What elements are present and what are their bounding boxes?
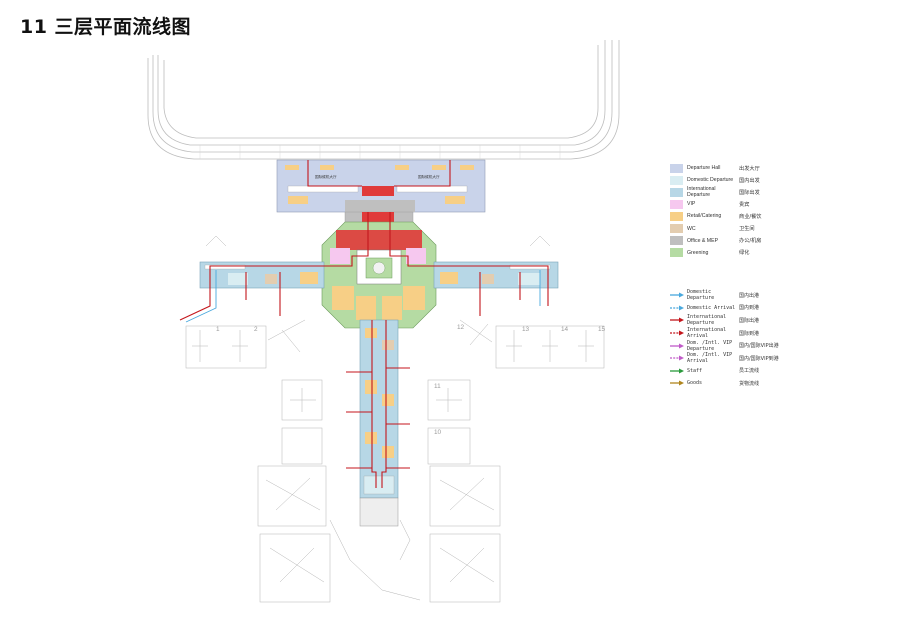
flow-item: Dom. /Intl. VIP Arrival 国内/国际VIP到港 [670,352,810,365]
legend-swatch [670,187,683,197]
flow-arrow-icon [670,292,684,298]
hall-label-right: 国际候机大厅 [418,174,440,179]
legend-swatch [670,211,683,221]
aircraft-stands [185,235,605,603]
gate-label: 11 [434,383,441,390]
legend-label-en: International Departure [687,186,716,199]
legend-item: Office & MEP 办公/机房 [670,235,790,247]
legend-label-zh: 贵宾 [739,201,750,208]
legend-item: Domestic Departure 国内出发 [670,174,790,186]
international-routes [179,160,549,488]
legend-label-zh: 国际出发 [739,189,760,196]
south-pier [359,319,399,527]
flow-label-en: Dom. /Intl. VIP Departure [687,339,733,352]
legend-swatch [670,248,683,258]
flow-label-en: Staff [687,367,703,374]
legend-item: VIP 贵宾 [670,198,790,210]
gate-label: 10 [434,429,442,436]
flow-arrow-icon [670,368,684,374]
flow-item: International Arrival 国际到港 [670,327,810,340]
gate-label: 2 [254,326,258,333]
flow-item: Staff 员工流线 [670,365,810,378]
legend-item: Retail/Catering 商业/餐饮 [670,210,790,222]
flow-label-zh: 国内出港 [739,292,760,299]
legend-label-en: Office & MEP [687,237,719,244]
flow-arrow-icon [670,330,684,336]
page-title: 11 三层平面流线图 [20,16,192,38]
flow-label-en: Goods [687,380,703,387]
gate-label: 12 [457,324,465,331]
flow-label-zh: 国内/国际VIP出港 [739,343,779,350]
gate-label: 15 [598,326,606,333]
legend-label-zh: 商业/餐饮 [739,213,762,220]
flow-label-zh: 国内/国际VIP到港 [739,355,779,362]
legend-label-zh: 卫生间 [739,226,755,233]
legend-swatch [670,199,683,209]
gate-label: 14 [561,326,569,333]
gate-label: 13 [522,326,530,333]
flow-label-zh: 员工流线 [739,368,760,375]
flow-label-zh: 国际出港 [739,317,760,324]
legend-label-en: Retail/Catering [687,213,722,220]
legend-label-zh: 出发大厅 [739,165,760,172]
flow-item: Domestic Departure 国内出港 [670,289,810,302]
legend-swatch [670,236,683,246]
legend-label-en: Greening [687,249,709,256]
flow-label-en: Domestic Departure [687,289,715,302]
flow-label-en: International Arrival [687,327,727,340]
legend-swatch [670,224,683,234]
legend-item: Departure Hall 出发大厅 [670,162,790,174]
legend-swatch [670,175,683,185]
flow-label-zh: 货物流线 [739,380,760,387]
legend-item: WC 卫生间 [670,222,790,234]
legend-label-zh: 绿化 [739,250,750,257]
gate-label: 1 [216,326,220,333]
flow-label-zh: 国内到港 [739,305,760,312]
legend-label-zh: 办公/机房 [739,238,762,245]
flow-arrow-icon [670,305,684,311]
flow-arrow-icon [670,343,684,349]
legend-label-en: WC [687,225,696,232]
legend-label-en: Domestic Departure [687,177,734,184]
flow-item: International Departure 国际出港 [670,314,810,327]
hall-label-left: 国际候机大厅 [315,174,337,179]
domestic-routes [185,270,541,323]
area-legend: Departure Hall 出发大厅 Domestic Departure 国内出… [670,162,790,259]
legend-label-en: VIP [687,201,696,208]
flow-item: Dom. /Intl. VIP Departure 国内/国际VIP出港 [670,339,810,352]
legend-item: Greening 绿化 [670,247,790,259]
flow-label-en: Domestic Arrival [687,304,736,311]
legend-swatch [670,163,683,173]
flow-label-en: Dom. /Intl. VIP Arrival [687,352,733,365]
flow-arrow-icon [670,380,684,386]
flow-label-zh: 国际到港 [739,330,760,337]
flow-item: Goods 货物流线 [670,377,810,390]
flow-arrow-icon [670,317,684,323]
legend-label-en: Departure Hall [687,165,721,172]
central-hub [321,221,437,329]
road-loop [147,40,620,160]
flow-arrow-icon [670,355,684,361]
flow-label-en: International Departure [687,314,727,327]
legend-label-zh: 国内出发 [739,177,760,184]
legend-item: International Departure 国际出发 [670,186,790,198]
